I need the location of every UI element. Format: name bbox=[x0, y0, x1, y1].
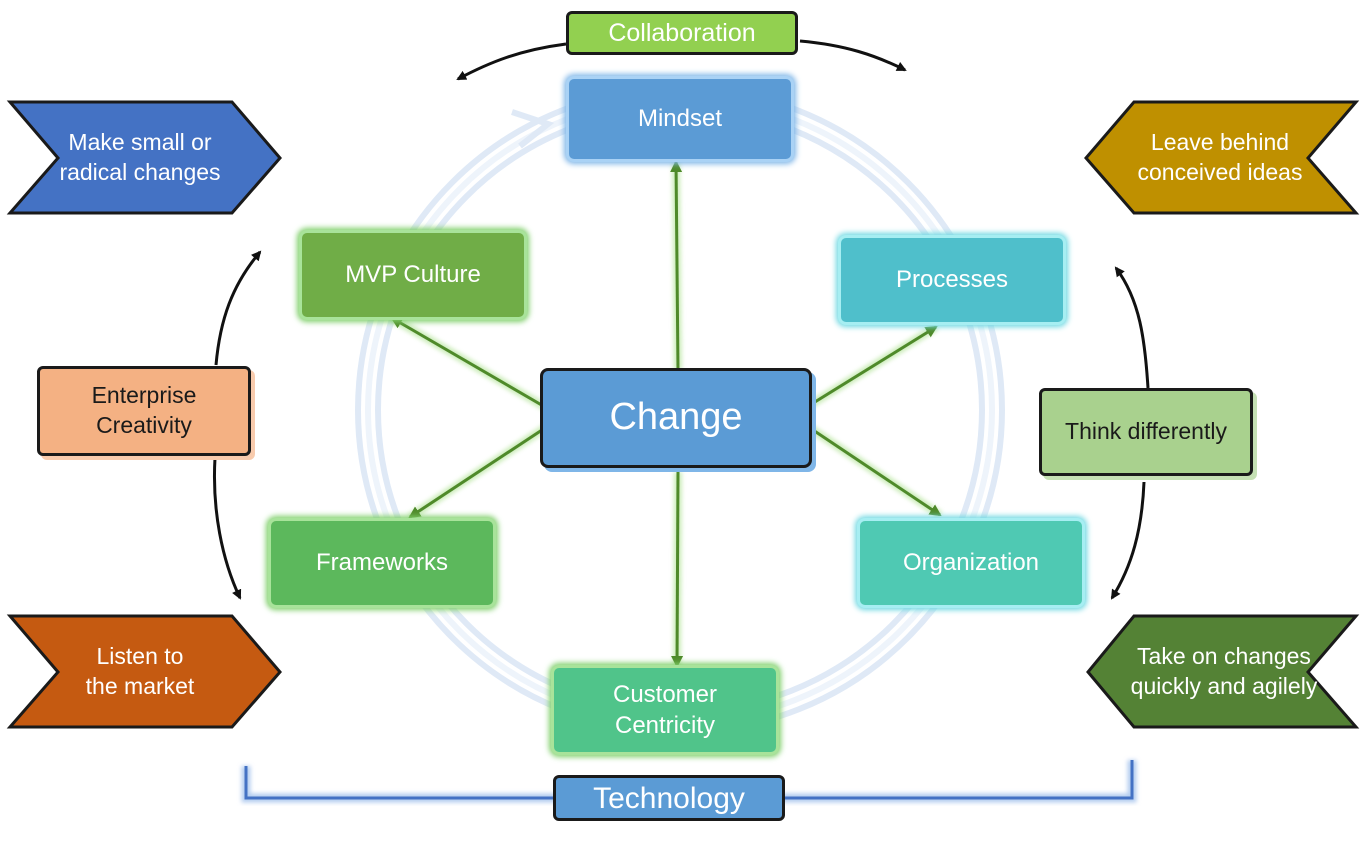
chevron-listen-market-label: Listen to the market bbox=[85, 643, 195, 699]
technology-banner: Technology bbox=[553, 775, 785, 821]
connector-frameworks bbox=[408, 426, 546, 519]
creativity-arrow-down bbox=[213, 457, 242, 600]
connectors bbox=[389, 160, 943, 668]
chevron-shape-leave-behind bbox=[1084, 100, 1360, 215]
node-mvp-culture: MVP Culture bbox=[299, 230, 527, 320]
collaboration-arrow-right bbox=[799, 39, 907, 72]
node-organization-label: Organization bbox=[902, 549, 1040, 577]
node-customer-centricity: Customer Centricity bbox=[551, 665, 779, 755]
connector-customer-centricity bbox=[671, 471, 684, 668]
think-arrow-up bbox=[1114, 266, 1150, 389]
collaboration-label: Collaboration bbox=[608, 18, 756, 47]
chevron-leave-behind-label: Leave behind conceived ideas bbox=[1137, 129, 1303, 185]
chevron-take-on-changes-label: Take on changes quickly and agilely bbox=[1130, 643, 1318, 699]
technology-label: Technology bbox=[593, 781, 745, 815]
collaboration-banner: Collaboration bbox=[566, 11, 798, 55]
chevron-shape-take-on-changes bbox=[1086, 614, 1360, 729]
node-mindset: Mindset bbox=[566, 76, 794, 162]
connector-processes bbox=[809, 325, 938, 407]
node-processes: Processes bbox=[838, 235, 1066, 325]
node-processes-label: Processes bbox=[895, 266, 1009, 294]
chevron-listen-market: Listen to the market bbox=[40, 620, 240, 724]
think-arrow-down bbox=[1110, 481, 1146, 600]
connector-mvp-culture bbox=[390, 316, 546, 409]
creativity-arrow-up bbox=[214, 250, 262, 366]
chevron-leave-behind: Leave behind conceived ideas bbox=[1120, 106, 1320, 210]
think-differently-label: Think differently bbox=[1065, 418, 1227, 445]
node-customer-centricity-label: Customer Centricity bbox=[612, 680, 718, 739]
chevron-make-small-radical-label: Make small or radical changes bbox=[59, 129, 221, 185]
node-change-center: Change bbox=[540, 368, 812, 468]
think-differently-box: Think differently bbox=[1039, 388, 1253, 476]
chevron-make-small-radical: Make small or radical changes bbox=[40, 106, 240, 210]
ring-arrowhead bbox=[511, 109, 555, 149]
enterprise-creativity-box: Enterprise Creativity bbox=[37, 366, 251, 456]
node-frameworks-label: Frameworks bbox=[315, 549, 448, 577]
chevron-shape-make-small bbox=[6, 100, 282, 215]
node-organization: Organization bbox=[857, 518, 1085, 608]
node-change-label: Change bbox=[609, 396, 743, 439]
node-mindset-label: Mindset bbox=[637, 105, 723, 133]
connector-mindset bbox=[670, 160, 683, 371]
chevron-shape-listen-market bbox=[6, 614, 282, 729]
collaboration-arrow-left bbox=[456, 42, 567, 81]
connector-organization bbox=[809, 426, 942, 517]
node-frameworks: Frameworks bbox=[268, 518, 496, 608]
node-mvp-culture-label: MVP Culture bbox=[345, 261, 481, 289]
chevron-take-on-changes: Take on changes quickly and agilely bbox=[1112, 620, 1336, 724]
enterprise-creativity-label: Enterprise Creativity bbox=[91, 382, 197, 438]
